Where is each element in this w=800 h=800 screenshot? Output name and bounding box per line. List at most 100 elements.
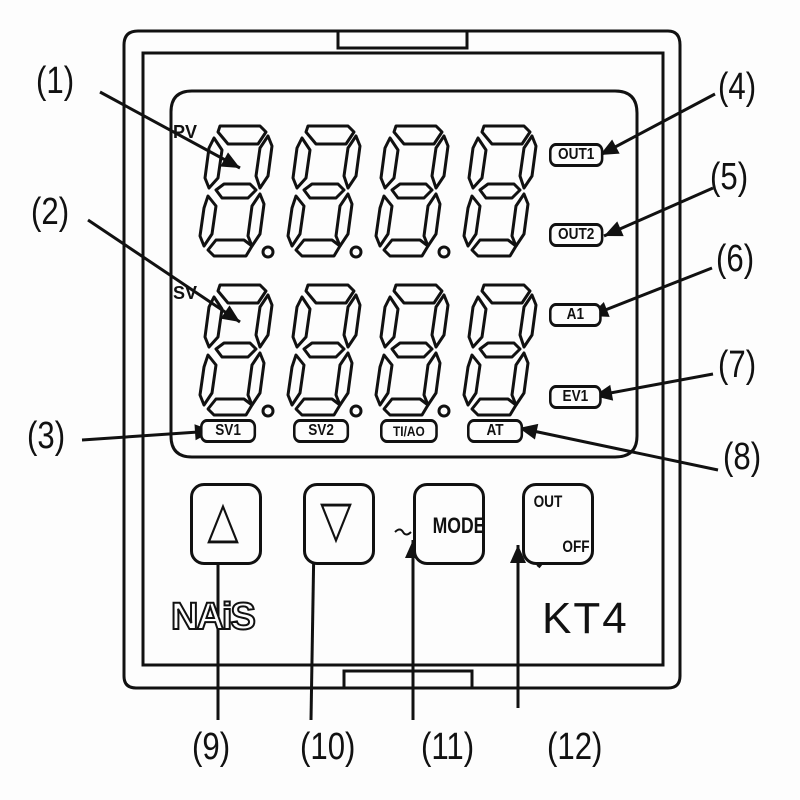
callout-5: (5) xyxy=(710,156,749,198)
callout-5-arrow-line xyxy=(603,186,714,238)
segment-a xyxy=(216,283,268,305)
callout-7-arrow-line xyxy=(593,372,714,398)
segment-c xyxy=(246,192,266,248)
decimal-point xyxy=(261,404,275,418)
segment-a xyxy=(216,124,268,146)
segment-c xyxy=(334,351,354,407)
bottom-notch xyxy=(342,669,474,688)
up-triangle-icon: △ xyxy=(207,491,239,549)
indicator-sv1: SV1 xyxy=(200,419,257,443)
segment-d xyxy=(470,397,518,417)
segment-e xyxy=(198,353,218,407)
segment-f xyxy=(291,295,312,349)
callout-5-arrow-head xyxy=(604,221,624,237)
segment-f xyxy=(379,295,400,349)
indicator-ev1: EV1 xyxy=(549,385,602,409)
decimal-point xyxy=(437,245,451,259)
segment-g xyxy=(478,182,522,200)
segment-d xyxy=(294,238,342,258)
callout-10-arrow-line xyxy=(309,539,316,721)
indicator-out2: OUT2 xyxy=(549,223,604,247)
mode-key-label: MODE xyxy=(432,513,486,538)
decimal-point xyxy=(437,404,451,418)
segment-a xyxy=(392,283,444,305)
up-key[interactable]: △ xyxy=(190,483,262,565)
indicator-a1: A1 xyxy=(549,303,602,327)
segment-e xyxy=(286,353,306,407)
segment-e xyxy=(374,194,394,248)
segment-b xyxy=(254,293,274,349)
segment-e xyxy=(198,194,218,248)
decimal-point xyxy=(349,245,363,259)
segment-a xyxy=(304,124,356,146)
indicator-out1: OUT1 xyxy=(549,143,604,167)
segment-f xyxy=(291,136,312,190)
segment-e xyxy=(462,353,482,407)
callout-8-arrow-head xyxy=(519,423,539,440)
out-off-key[interactable]: OUT OFF xyxy=(522,483,594,565)
callout-8: (8) xyxy=(723,436,762,478)
segment-d xyxy=(382,238,430,258)
callout-3: (3) xyxy=(27,415,66,457)
inner-frame xyxy=(141,51,665,667)
down-triangle-icon: ▽ xyxy=(320,491,352,549)
segment-c xyxy=(510,351,530,407)
segment-b xyxy=(342,293,362,349)
segment-c xyxy=(422,192,442,248)
segment-b xyxy=(254,134,274,190)
segment-d xyxy=(206,397,254,417)
segment-b xyxy=(430,134,450,190)
segment-g xyxy=(478,341,522,359)
callout-11: (11) xyxy=(421,726,475,768)
segment-g xyxy=(390,341,434,359)
segment-f xyxy=(467,136,488,190)
down-key[interactable]: ▽ xyxy=(303,483,375,565)
callout-2: (2) xyxy=(31,191,70,233)
segment-a xyxy=(392,124,444,146)
callout-12-arrow-head xyxy=(510,545,526,563)
segment-a xyxy=(480,283,532,305)
callout-3-arrow-line xyxy=(81,429,214,442)
segment-d xyxy=(294,397,342,417)
segment-c xyxy=(334,192,354,248)
decimal-point xyxy=(261,245,275,259)
segment-d xyxy=(470,238,518,258)
segment-e xyxy=(462,194,482,248)
segment-e xyxy=(286,194,306,248)
segment-a xyxy=(480,124,532,146)
key-link-mark xyxy=(394,528,412,536)
segment-f xyxy=(379,136,400,190)
callout-2-arrow-line xyxy=(87,218,241,324)
outer-frame xyxy=(122,29,682,690)
callout-6: (6) xyxy=(716,238,755,280)
segment-g xyxy=(302,182,346,200)
segment-g xyxy=(214,341,258,359)
lcd-window xyxy=(169,89,639,459)
segment-g xyxy=(214,182,258,200)
indicator-ti-ao: TI/AO xyxy=(380,419,438,443)
callout-8-arrow-line xyxy=(518,426,719,472)
segment-b xyxy=(518,293,538,349)
callout-4-arrow-line xyxy=(599,92,716,157)
decimal-point xyxy=(349,404,363,418)
callout-2-arrow-head xyxy=(220,305,240,322)
segment-g xyxy=(302,341,346,359)
out-off-key-bottom-label: OFF xyxy=(562,537,590,556)
segment-f xyxy=(203,136,224,190)
brand-logo: NAiS xyxy=(170,595,257,639)
callout-12: (12) xyxy=(547,726,603,768)
indicator-sv2: SV2 xyxy=(293,419,350,443)
segment-c xyxy=(246,351,266,407)
segment-g xyxy=(390,182,434,200)
mode-key[interactable]: MODE xyxy=(413,483,485,565)
segment-b xyxy=(430,293,450,349)
segment-e xyxy=(374,353,394,407)
callout-1: (1) xyxy=(36,60,75,102)
callout-4-arrow-head xyxy=(600,139,620,155)
sv-label: SV xyxy=(173,283,198,303)
segment-f xyxy=(467,295,488,349)
pv-label: PV xyxy=(173,122,198,142)
callout-6-arrow-line xyxy=(589,266,713,318)
callout-1-arrow-line xyxy=(99,90,241,170)
